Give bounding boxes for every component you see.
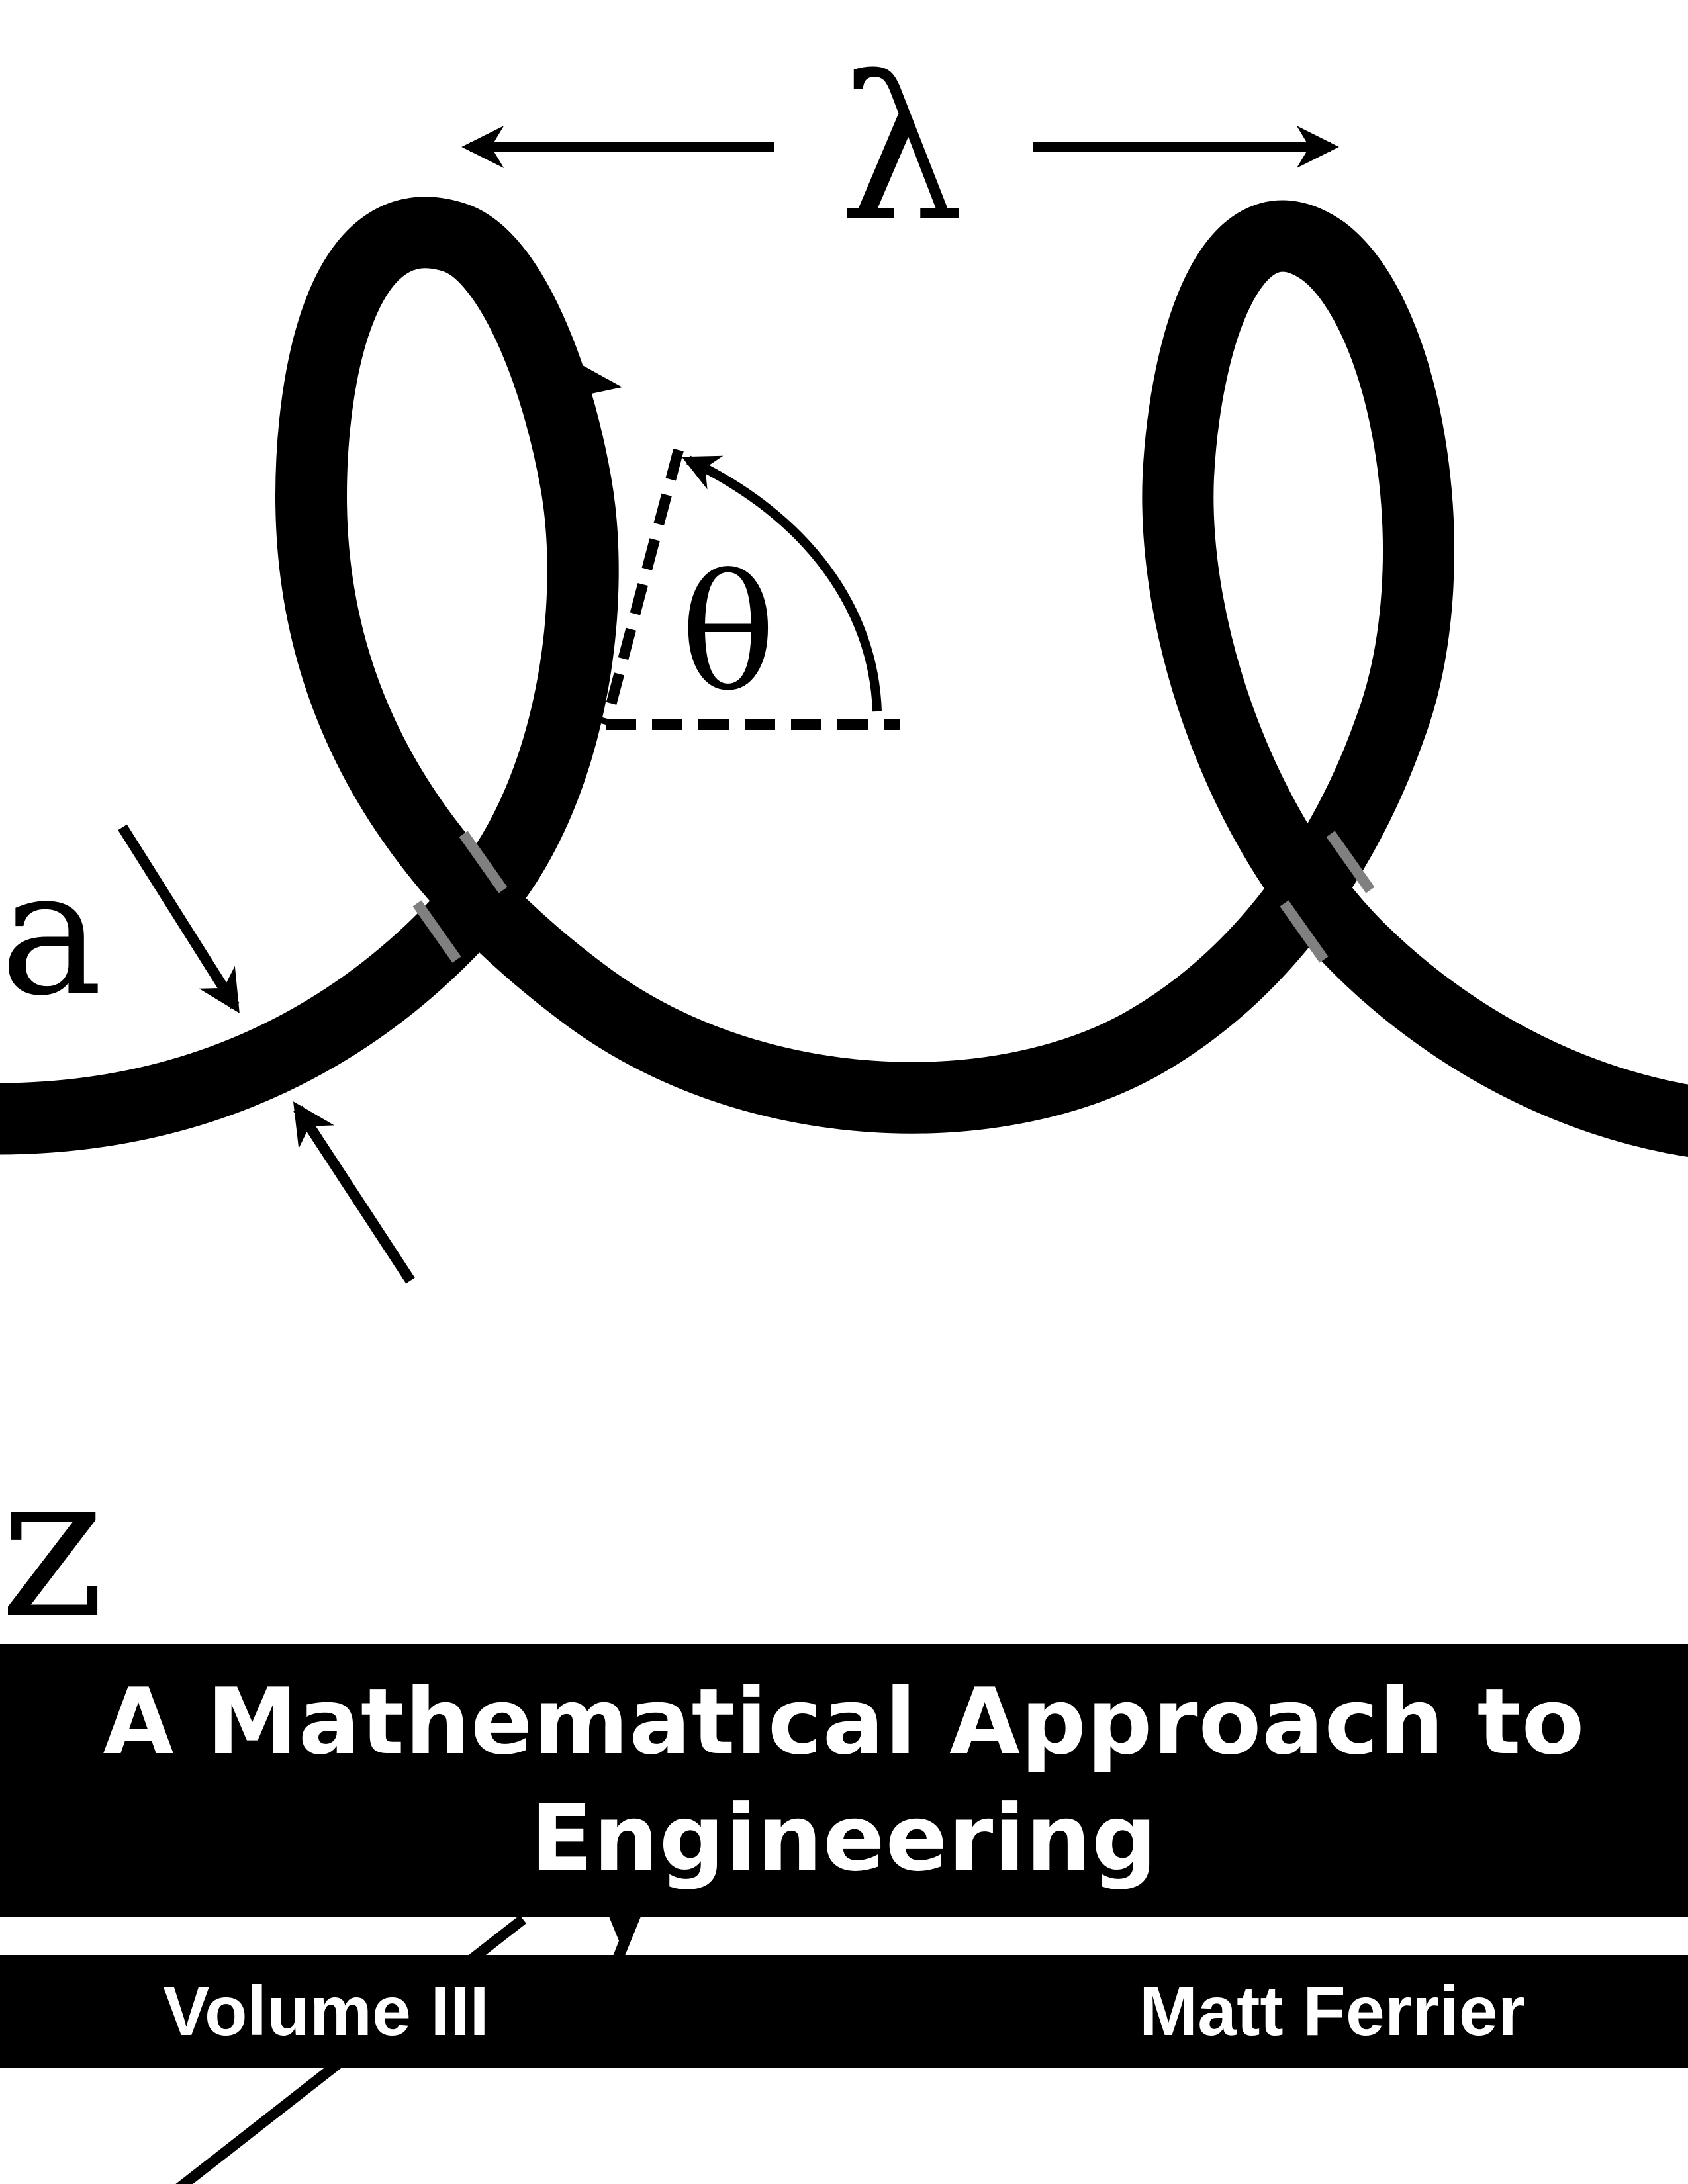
angle-symbol: θ (680, 541, 776, 726)
angle-arc (681, 455, 882, 712)
crossing-mark (1280, 900, 1329, 963)
tangent-tip-icon (556, 351, 622, 397)
helix-curve (0, 197, 1688, 1157)
crossing-mark (412, 900, 461, 963)
author-name: Matt Ferrier (1139, 1972, 1525, 2050)
tangent-dashed-line (600, 448, 684, 727)
wavelength-symbol: λ (839, 34, 964, 265)
book-title-line-1: A Mathematical Approach to (103, 1668, 1585, 1775)
thickness-arrow-bottom (293, 1101, 415, 1284)
thickness-arrow-top (118, 824, 240, 1013)
title-band: A Mathematical Approach to Engineering (0, 1644, 1688, 1917)
crossing-mark (1326, 831, 1375, 893)
z-axis-symbol: z (0, 1431, 105, 1662)
book-title-line-2: Engineering (530, 1785, 1158, 1891)
crossing-mark (459, 831, 508, 893)
volume-label: Volume III (163, 1972, 489, 2050)
thickness-symbol: a (0, 834, 103, 1034)
info-band: Volume III Matt Ferrier (0, 1955, 1688, 2068)
